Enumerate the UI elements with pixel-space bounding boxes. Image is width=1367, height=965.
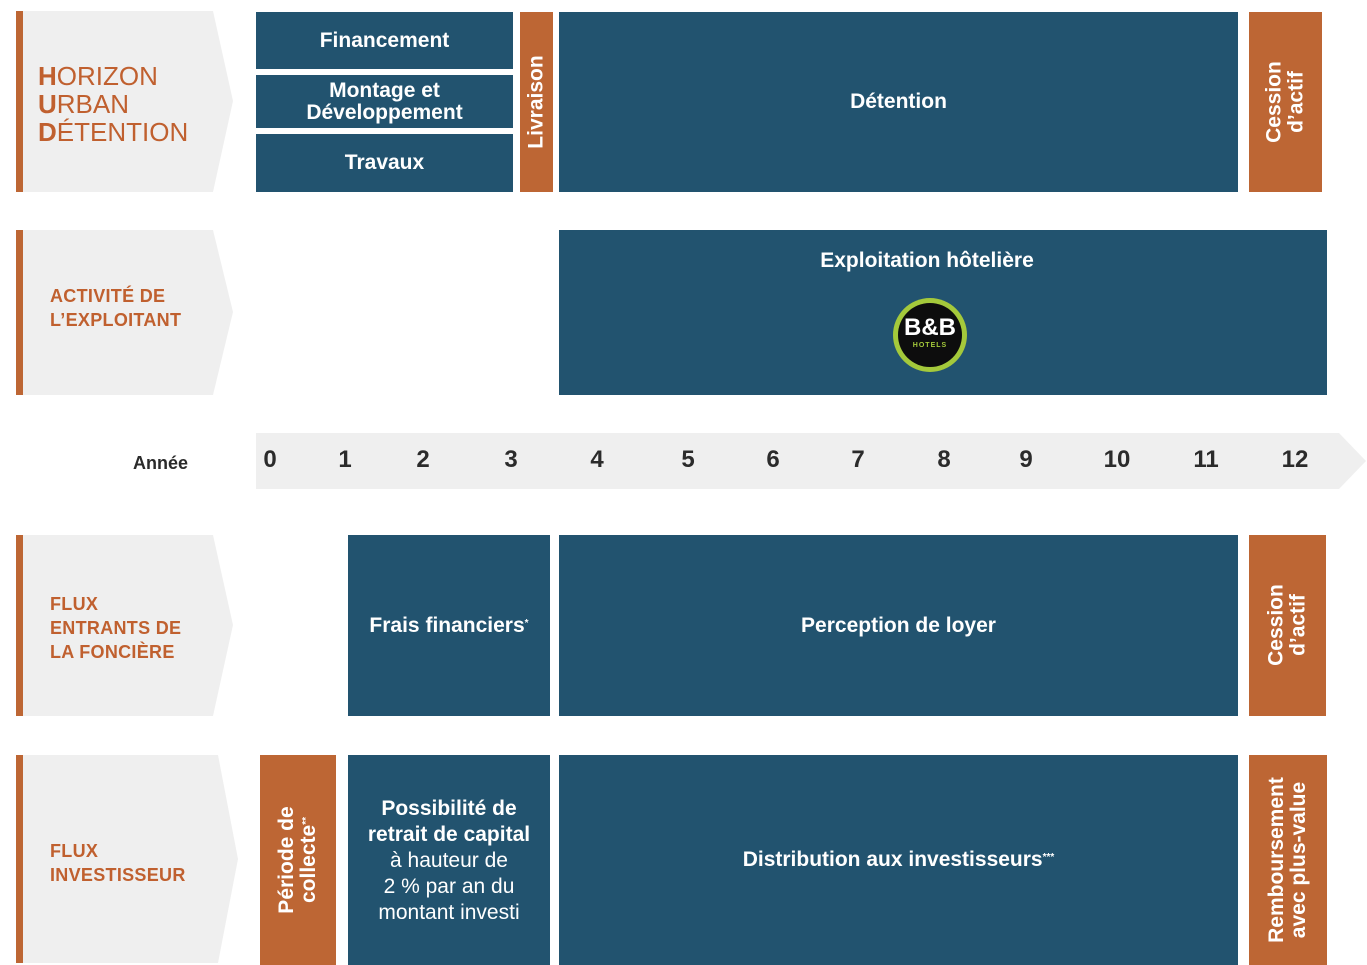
year-8: 8 [937, 446, 951, 473]
periode-label: Période de collecte** [275, 760, 320, 960]
montage-label-line2: Développement [306, 100, 463, 124]
distribution-label: Distribution aux investisseurs [742, 848, 1043, 871]
bb-hotels-logo-icon [893, 298, 967, 372]
row2-label: ACTIVITÉ DE L’EXPLOITANT [50, 284, 181, 332]
travaux-label: Travaux [344, 151, 425, 174]
cession-label-row3: Cession d’actif [1264, 545, 1310, 706]
year-0: 0 [263, 446, 277, 473]
cession-row1-line2: d’actif [1284, 71, 1308, 133]
exploitation-box: Exploitation hôtelière B&B HOTELS [559, 230, 1327, 395]
detention-label: Détention [850, 90, 947, 113]
hud-d-rest: ÉTENTION [56, 117, 189, 147]
hud-h-rest: ORIZON [56, 61, 158, 91]
remboursement-line2: avec plus-value [1287, 781, 1310, 939]
detention-box: Détention [559, 12, 1238, 192]
financement-box: Financement [256, 12, 513, 69]
year-6: 6 [766, 446, 780, 473]
frais-footnote-mark: * [524, 617, 529, 629]
cession-label-row1: Cession d’actif [1262, 22, 1308, 183]
livraison-box: Livraison [520, 12, 553, 192]
hud-d-initial: D [38, 117, 57, 147]
hud-u-rest: RBAN [56, 89, 130, 119]
bb-hotels-logo: B&B HOTELS [890, 295, 970, 375]
row2-label-line2: L’EXPLOITANT [50, 310, 182, 330]
perception-box: Perception de loyer [559, 535, 1238, 716]
retrait-box: Possibilité de retrait de capital à haut… [348, 755, 550, 965]
year-7: 7 [851, 446, 865, 473]
row3-label-line2: ENTRANTS DE [50, 618, 182, 638]
year-9: 9 [1019, 446, 1033, 473]
row3-label: FLUX ENTRANTS DE LA FONCIÈRE [50, 592, 181, 664]
distribution-box: Distribution aux investisseurs*** [559, 755, 1238, 965]
periode-line1: Période de [275, 806, 298, 914]
exploitation-label: Exploitation hôtelière [820, 249, 1034, 272]
year-1: 1 [338, 446, 352, 473]
remboursement-box: Remboursement avec plus-value [1249, 755, 1327, 965]
periode-footnote-mark: ** [301, 817, 312, 825]
cession-row3-line2: d’actif [1286, 594, 1310, 656]
timeline-label: Année [133, 453, 189, 473]
row4-label-shape [16, 755, 238, 963]
periode-line2: collecte [297, 824, 320, 904]
row1-label: HORIZON URBAN DÉTENTION [38, 62, 218, 146]
row3-label-line1: FLUX [50, 594, 99, 614]
bb-logo-subtext: HOTELS [912, 342, 948, 349]
bb-logo-text: B&B [904, 314, 956, 341]
row4-label-line2: INVESTISSEUR [50, 865, 186, 885]
perception-label: Perception de loyer [801, 613, 996, 637]
year-5: 5 [681, 446, 695, 473]
frais-label: Frais financiers [369, 613, 525, 637]
hud-u-initial: U [38, 89, 57, 119]
remboursement-label: Remboursement avec plus-value [1265, 756, 1310, 964]
row1-label-shape [16, 11, 233, 192]
retrait-line2: retrait de capital [367, 823, 531, 846]
retrait-line4: 2 % par an du [383, 875, 515, 898]
year-11: 11 [1193, 446, 1219, 473]
row-label-chevrons [16, 11, 238, 963]
row2-label-shape [16, 230, 233, 395]
row4-label-line1: FLUX [50, 841, 99, 861]
row3-label-shape [16, 535, 233, 716]
livraison-label: Livraison [524, 55, 548, 149]
periode-box: Période de collecte** [260, 755, 336, 965]
cession-box-row1: Cession d’actif [1249, 12, 1322, 192]
year-2: 2 [416, 446, 430, 473]
year-10: 10 [1103, 446, 1131, 473]
hud-h-initial: H [38, 61, 57, 91]
year-3: 3 [504, 446, 518, 473]
row3-label-line3: LA FONCIÈRE [50, 642, 175, 662]
travaux-box: Travaux [256, 134, 513, 192]
montage-label-line1: Montage et [329, 78, 440, 102]
remboursement-line1: Remboursement [1265, 777, 1288, 943]
row2-label-line1: ACTIVITÉ DE [50, 286, 166, 306]
financement-label: Financement [319, 28, 450, 52]
cession-box-row3: Cession d’actif [1249, 535, 1326, 716]
frais-box: Frais financiers* [348, 535, 550, 716]
montage-box: Montage et Développement [256, 75, 513, 128]
cession-row1-line1: Cession [1262, 61, 1286, 143]
timeline-arrow [256, 433, 1366, 489]
cession-row3-line1: Cession [1264, 584, 1288, 666]
year-12: 12 [1281, 446, 1309, 473]
distribution-footnote-mark: *** [1042, 852, 1055, 863]
row4-label: FLUX INVESTISSEUR [50, 839, 186, 887]
retrait-line5: montant investi [378, 901, 520, 924]
retrait-text: Possibilité de retrait de capital à haut… [348, 796, 550, 926]
retrait-line3: à hauteur de [390, 849, 508, 872]
retrait-line1: Possibilité de [381, 797, 517, 820]
year-4: 4 [590, 446, 604, 473]
